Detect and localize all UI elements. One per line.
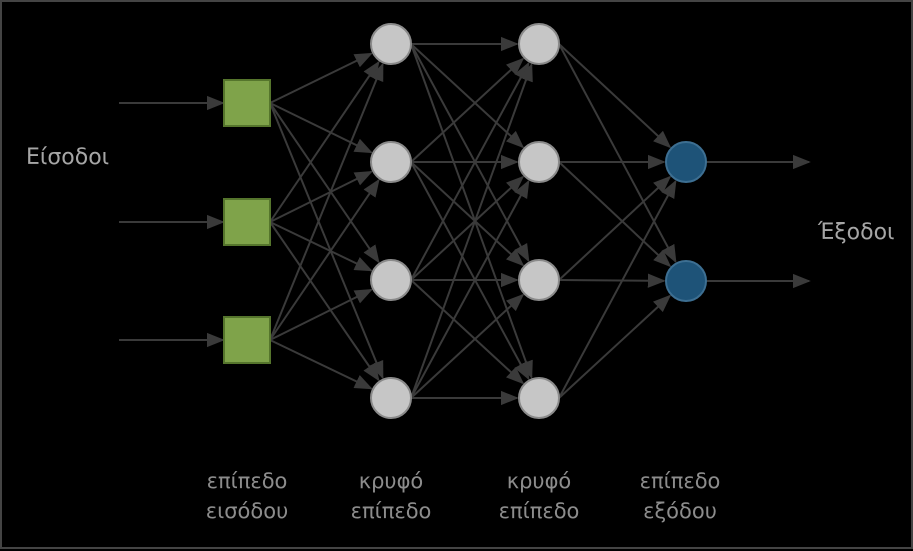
edge-l3-n4-to-n1 [558, 179, 677, 399]
edge-l3-n2-to-n2 [558, 161, 672, 268]
input-node-2 [223, 198, 271, 246]
output-layer-label: επίπεδο εξόδου [610, 466, 750, 526]
edge-l2-n1-to-n2 [410, 43, 525, 149]
edge-l2-n1-to-n4 [410, 43, 533, 380]
input-node-3 [223, 316, 271, 364]
edge-l1-n1-to-n1 [269, 52, 373, 104]
output-node-2 [665, 260, 707, 302]
edge-l3-n4-to-n2 [558, 294, 672, 399]
hidden-layer-1-node-4 [370, 377, 412, 419]
edge-l2-n4-to-n2 [410, 179, 530, 399]
edge-l2-n3-to-n2 [410, 175, 525, 281]
hidden-layer-2-label-line1: κρυφό [506, 469, 572, 493]
edge-l2-n4-to-n3 [410, 293, 525, 399]
input-node-1 [223, 79, 271, 127]
edge-l2-n4-to-n1 [410, 62, 533, 399]
edge-l3-n1-to-n1 [558, 43, 672, 149]
edge-l1-n2-to-n2 [269, 170, 373, 223]
hidden-layer-1-node-2 [370, 141, 412, 183]
edge-l2-n3-to-n4 [410, 279, 525, 385]
connection-lines [119, 36, 811, 406]
edge-l1-n1-to-n3 [269, 102, 380, 264]
edge-l1-n1-to-n4 [269, 102, 384, 380]
output-node-1 [665, 141, 707, 183]
edge-l1-n2-to-n4 [269, 221, 380, 382]
edge-l2-n2-to-n3 [410, 161, 525, 267]
hidden-layer-2-node-2 [518, 141, 560, 183]
output-layer-label-line1: επίπεδο [639, 469, 721, 493]
edge-l2-n3-to-n1 [410, 61, 530, 281]
edge-l1-n1-to-n2 [269, 102, 373, 154]
network-nodes [223, 23, 707, 419]
output-layer-label-line2: εξόδου [643, 499, 717, 523]
inputs-label: Είσοδοι [26, 145, 110, 170]
edge-l1-n2-to-n3 [269, 221, 373, 272]
hidden-layer-1-label: κρυφό επίπεδο [321, 466, 461, 526]
hidden-layer-2-label: κρυφό επίπεδο [469, 466, 609, 526]
hidden-layer-1-label-line1: κρυφό [358, 469, 424, 493]
hidden-layer-2-node-1 [518, 23, 560, 65]
hidden-layer-2-node-3 [518, 259, 560, 301]
edge-l2-n2-to-n1 [410, 57, 525, 163]
edge-l1-n3-to-n3 [269, 288, 373, 341]
edge-l3-n1-to-n2 [558, 43, 677, 264]
outputs-label: Έξοδοι [818, 220, 895, 245]
input-layer-label-line1: επίπεδο [206, 469, 288, 493]
edge-l3-n3-to-n2 [558, 273, 666, 288]
hidden-layer-2-label-line2: επίπεδο [498, 499, 580, 523]
edge-l2-n1-to-n3 [410, 43, 530, 263]
edge-l1-n2-to-n1 [269, 60, 380, 223]
hidden-layer-1-node-3 [370, 259, 412, 301]
edge-l2-n2-to-n4 [410, 161, 530, 381]
edge-l1-n3-to-n1 [269, 62, 384, 341]
edge-l1-n3-to-n4 [269, 339, 373, 390]
hidden-layer-1-node-1 [370, 23, 412, 65]
input-layer-label-line2: εισόδου [205, 499, 289, 523]
hidden-layer-1-label-line2: επίπεδο [350, 499, 432, 523]
hidden-layer-2-node-4 [518, 377, 560, 419]
edge-l1-n3-to-n2 [269, 178, 380, 341]
edge-l3-n3-to-n1 [558, 175, 672, 281]
input-layer-label: επίπεδο εισόδου [177, 466, 317, 526]
